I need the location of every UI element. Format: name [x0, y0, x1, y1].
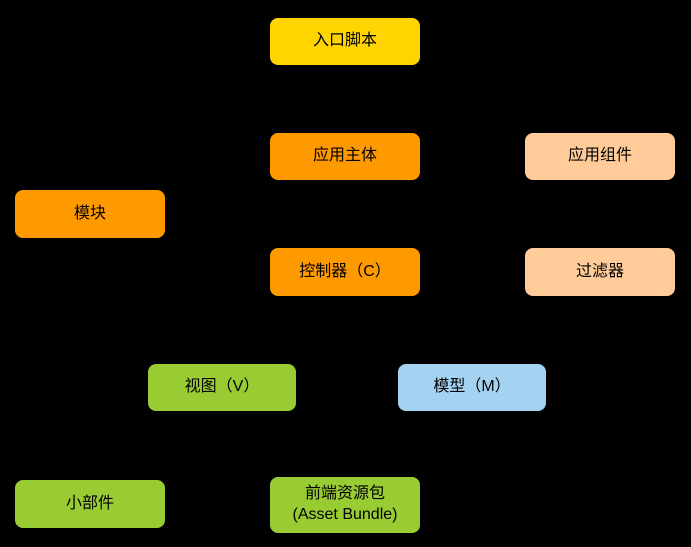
- node-entry-script: 入口脚本: [270, 18, 420, 65]
- node-application: 应用主体: [270, 133, 420, 180]
- node-view: 视图（V）: [148, 364, 296, 411]
- node-view-label: 视图（V）: [184, 378, 260, 396]
- node-application-components-label: 应用组件: [567, 147, 632, 165]
- node-asset-bundle-sublabel: (Asset Bundle): [292, 506, 398, 523]
- node-filters: 过滤器: [525, 248, 675, 296]
- node-asset-bundle: 前端资源包 (Asset Bundle): [270, 477, 420, 533]
- node-application-components: 应用组件: [525, 133, 675, 180]
- node-model: 模型（M）: [398, 364, 546, 411]
- node-modules-label: 模块: [73, 204, 106, 222]
- node-entry-script-label: 入口脚本: [312, 32, 377, 50]
- node-modules: 模块: [15, 190, 165, 238]
- node-controller-label: 控制器（C）: [299, 262, 391, 280]
- node-controller: 控制器（C）: [270, 248, 420, 296]
- node-model-label: 模型（M）: [433, 378, 511, 396]
- node-filters-label: 过滤器: [575, 262, 624, 280]
- node-widgets-label: 小部件: [65, 494, 114, 512]
- node-asset-bundle-label: 前端资源包: [304, 485, 385, 503]
- node-widgets: 小部件: [15, 480, 165, 528]
- node-application-label: 应用主体: [312, 147, 377, 165]
